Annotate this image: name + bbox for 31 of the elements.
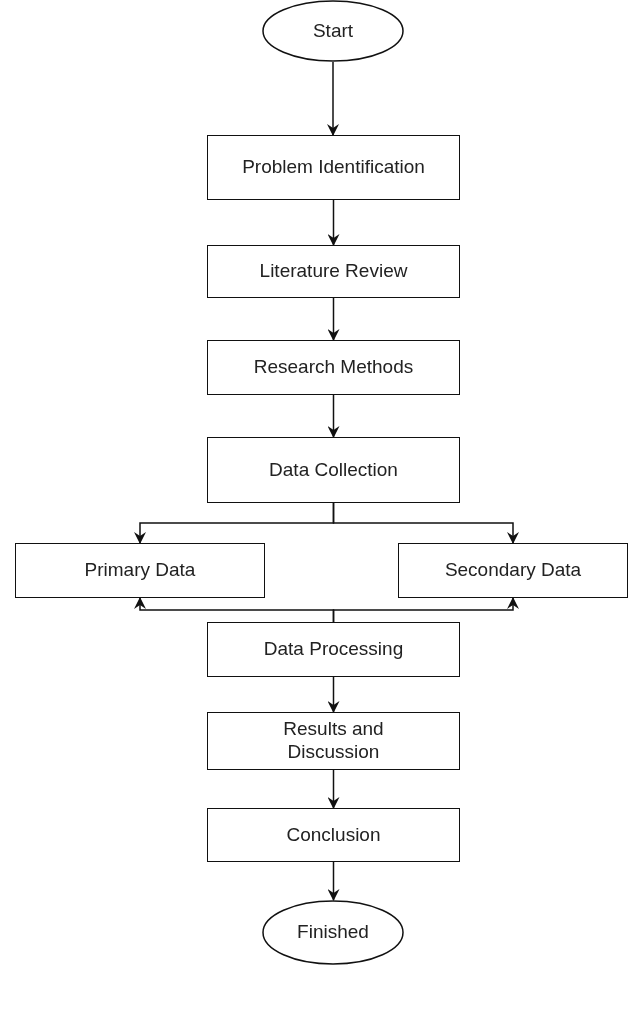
process-box <box>207 808 460 862</box>
arrow <box>327 394 340 438</box>
process-box <box>15 543 265 598</box>
node-label: Finished <box>296 921 370 944</box>
arrow <box>327 676 340 713</box>
node-label: Data Collection <box>268 458 399 482</box>
arrow <box>332 597 519 623</box>
process-box <box>398 543 628 598</box>
process-box <box>207 622 460 677</box>
process-box <box>207 712 460 770</box>
node-label: Research Methods <box>252 356 415 379</box>
arrow <box>332 502 519 544</box>
terminal-ellipse <box>262 900 404 965</box>
arrow <box>327 861 340 901</box>
process-box <box>207 340 460 395</box>
arrow <box>327 199 340 246</box>
node-label: Literature Review <box>258 260 409 283</box>
node-label: Data Processing <box>262 638 405 661</box>
arrow <box>327 61 339 136</box>
node-label: Secondary Data <box>443 559 583 582</box>
terminal-ellipse <box>262 0 404 62</box>
node-label: Start <box>311 19 355 43</box>
node-label: Problem Identification <box>241 156 426 179</box>
arrow <box>327 769 340 809</box>
node-label: Primary Data <box>83 559 197 582</box>
node-label: Conclusion <box>285 823 382 847</box>
process-box <box>207 437 460 503</box>
node-label: Results and Discussion <box>282 718 385 764</box>
process-box <box>207 245 460 298</box>
process-box <box>207 135 460 200</box>
arrow <box>327 297 340 341</box>
